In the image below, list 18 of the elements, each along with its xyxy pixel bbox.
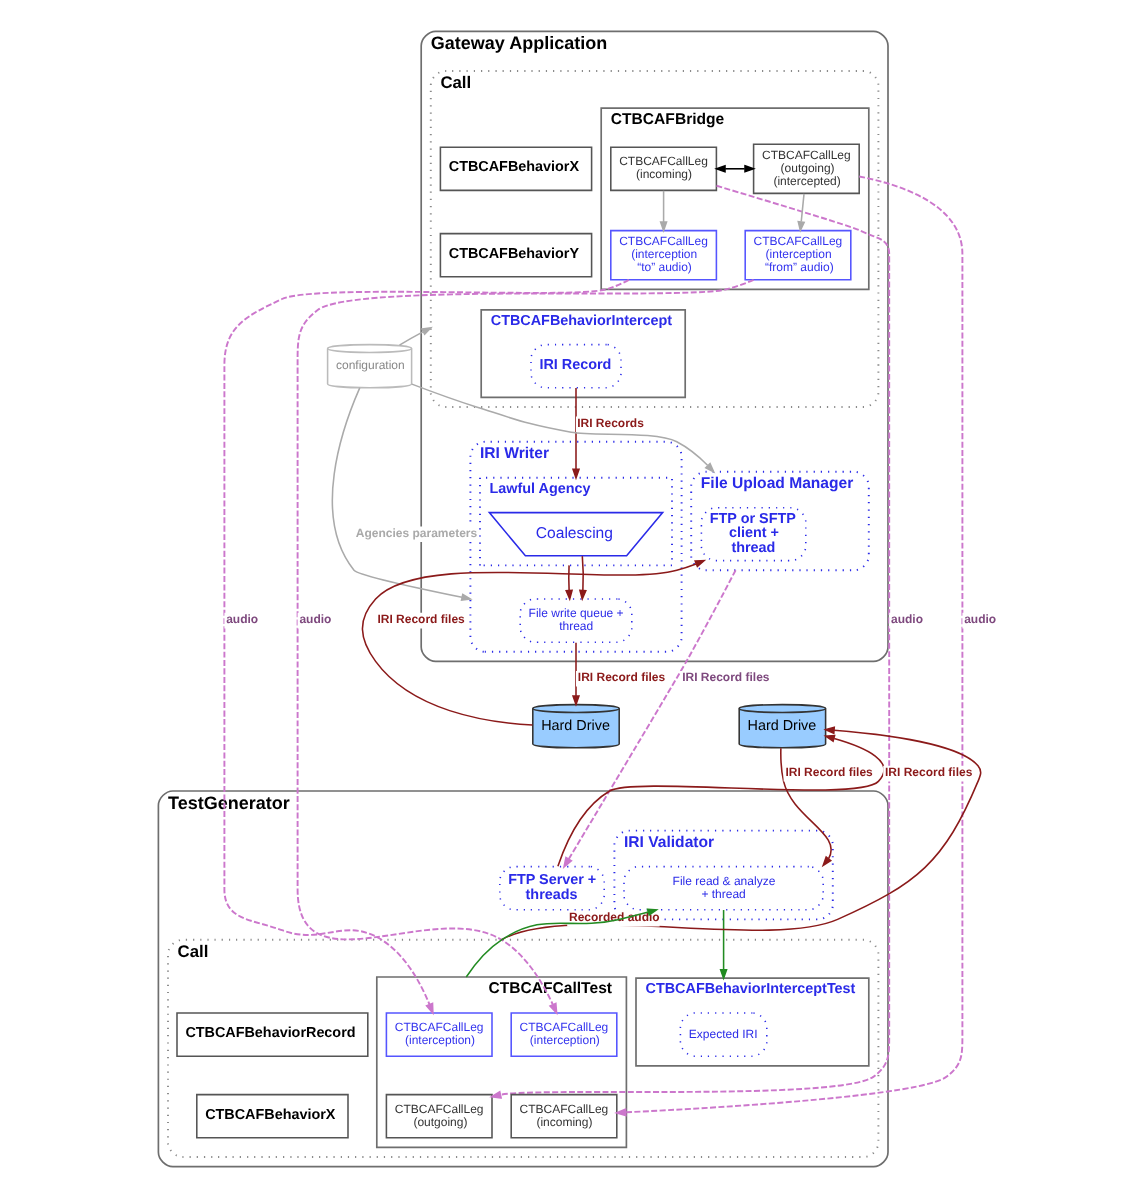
arrow — [714, 164, 756, 173]
arrow — [489, 184, 891, 1099]
arrow — [500, 726, 982, 941]
arrow — [571, 641, 581, 707]
arrow — [565, 564, 574, 602]
arrow — [797, 193, 806, 233]
arrow — [780, 747, 833, 868]
arrow — [361, 559, 707, 726]
arrow — [562, 569, 737, 869]
arrow — [331, 387, 473, 602]
arrow — [411, 383, 716, 474]
arrow — [398, 326, 433, 346]
arrow — [578, 555, 587, 602]
arrow — [614, 175, 964, 1117]
arrow — [659, 190, 668, 233]
arrow — [571, 387, 581, 481]
arrow — [719, 909, 728, 981]
arrow — [557, 734, 885, 867]
